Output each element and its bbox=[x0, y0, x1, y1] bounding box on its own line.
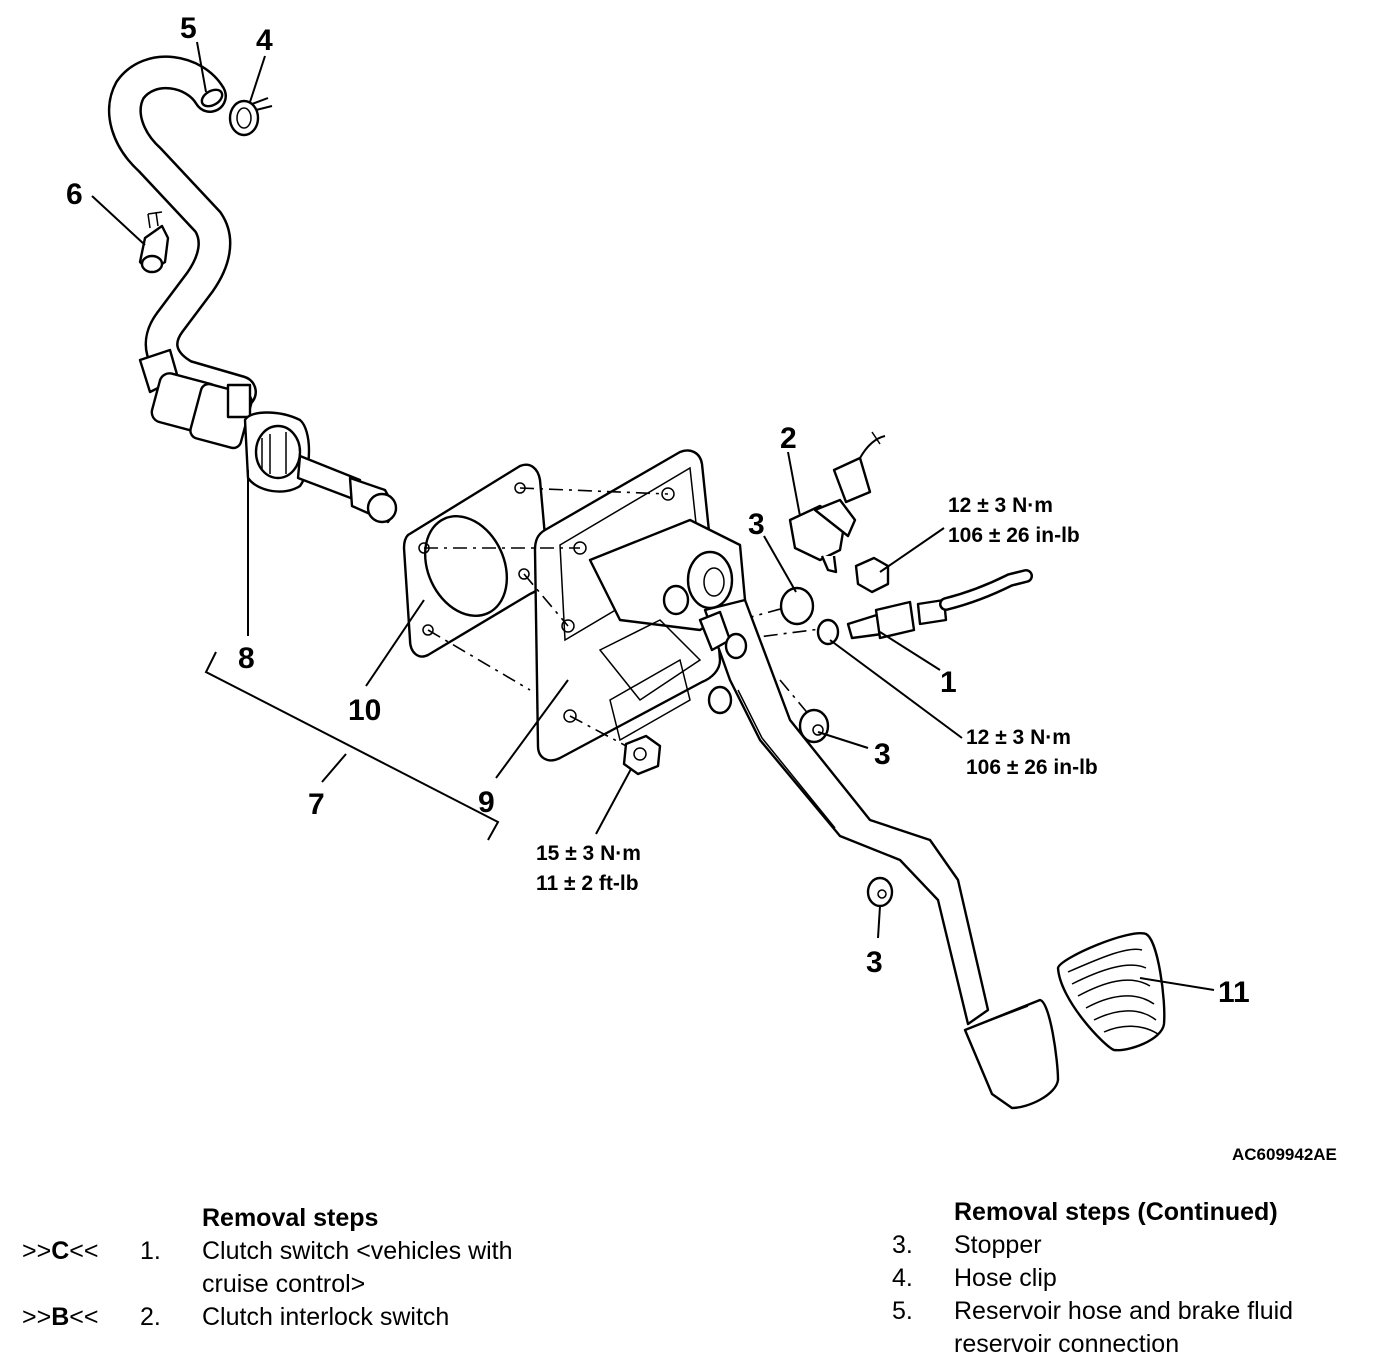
figure-reference: AC609942AE bbox=[1232, 1145, 1337, 1160]
step-4-text: Hose clip bbox=[954, 1264, 1057, 1292]
step-1-mark: >>C<< bbox=[22, 1237, 99, 1265]
pedal-pad-cover bbox=[1056, 932, 1166, 1052]
torque-bracket-imperial: 11 ± 2 ft-lb bbox=[536, 872, 639, 895]
step-1-number: 1. bbox=[140, 1237, 161, 1265]
step-5-text-cont: reservoir connection bbox=[954, 1330, 1180, 1358]
heading-continued-text: Removal steps (Continued) bbox=[954, 1198, 1278, 1226]
step-row-2: >>B<< 2. Clutch interlock switch bbox=[22, 1301, 622, 1334]
step-3-text: Stopper bbox=[954, 1231, 1042, 1259]
step-2-mark: >>B<< bbox=[22, 1303, 99, 1331]
step-row-4: 4. Hose clip bbox=[892, 1262, 1362, 1295]
step-1-text: Clutch switch <vehicles with bbox=[202, 1237, 513, 1265]
torque-nut-metric: 12 ± 3 N·m bbox=[948, 494, 1053, 517]
step-5-text: Reservoir hose and brake fluid bbox=[954, 1297, 1294, 1325]
stopper-upper bbox=[779, 586, 815, 626]
hose-clip bbox=[228, 97, 273, 137]
connector-fitting bbox=[138, 211, 170, 274]
heading-text: Removal steps bbox=[202, 1204, 379, 1232]
step-5-number: 5. bbox=[892, 1297, 913, 1325]
bracket-nut bbox=[622, 734, 662, 776]
torque-nut-imperial: 106 ± 26 in-lb bbox=[948, 524, 1080, 547]
clutch-pedal-exploded-diagram: 5 4 6 8 10 7 9 2 3 1 3 3 11 12 ± 3 N·m 1… bbox=[66, 12, 1337, 1160]
stopper-middle bbox=[798, 708, 830, 744]
torque-switch-metric: 12 ± 3 N·m bbox=[966, 726, 1071, 749]
step-4-number: 4. bbox=[892, 1264, 913, 1292]
step-row-1-cont: cruise control> bbox=[22, 1268, 622, 1301]
callout-3-middle: 3 bbox=[874, 738, 891, 771]
reservoir-hose bbox=[107, 55, 257, 409]
leader-lines bbox=[91, 41, 1215, 991]
removal-steps-heading: Removal steps bbox=[22, 1202, 622, 1235]
step-row-5-cont: reservoir connection bbox=[892, 1328, 1362, 1361]
callout-6: 6 bbox=[66, 178, 83, 211]
clutch-interlock-switch bbox=[788, 431, 886, 574]
callout-7: 7 bbox=[308, 788, 325, 821]
clutch-pedal-arm bbox=[686, 550, 1060, 1110]
step-2-text: Clutch interlock switch bbox=[202, 1303, 450, 1331]
callout-9: 9 bbox=[478, 786, 495, 819]
callout-3-upper: 3 bbox=[748, 508, 765, 541]
callout-2: 2 bbox=[780, 422, 797, 455]
clutch-master-cylinder bbox=[138, 348, 398, 524]
callout-3-lower: 3 bbox=[866, 946, 883, 979]
torque-switch-imperial: 106 ± 26 in-lb bbox=[966, 756, 1098, 779]
callout-8: 8 bbox=[238, 642, 255, 675]
step-row-5: 5. Reservoir hose and brake fluid bbox=[892, 1295, 1362, 1328]
clutch-switch-nut bbox=[816, 618, 840, 646]
callout-11: 11 bbox=[1218, 976, 1250, 1009]
removal-steps-continued-heading: Removal steps (Continued) bbox=[892, 1196, 1362, 1229]
torque-bracket-metric: 15 ± 3 N·m bbox=[536, 842, 641, 865]
removal-steps-right: Removal steps (Continued) 3. Stopper 4. … bbox=[892, 1196, 1362, 1361]
step-row-1: >>C<< 1. Clutch switch <vehicles with bbox=[22, 1235, 622, 1268]
step-1-text-cont: cruise control> bbox=[202, 1270, 366, 1298]
callout-5: 5 bbox=[180, 12, 197, 45]
step-2-number: 2. bbox=[140, 1303, 161, 1331]
alignment-lines bbox=[424, 487, 829, 749]
callout-10: 10 bbox=[348, 694, 381, 727]
interlock-switch-nut bbox=[854, 556, 890, 594]
step-row-3: 3. Stopper bbox=[892, 1229, 1362, 1262]
stopper-lower bbox=[866, 876, 894, 908]
clutch-switch bbox=[846, 569, 1033, 640]
gasket-plate bbox=[402, 463, 550, 658]
callout-4: 4 bbox=[256, 24, 273, 57]
step-3-number: 3. bbox=[892, 1231, 913, 1259]
callout-1: 1 bbox=[940, 666, 957, 699]
removal-steps-left: Removal steps >>C<< 1. Clutch switch <ve… bbox=[22, 1202, 622, 1334]
